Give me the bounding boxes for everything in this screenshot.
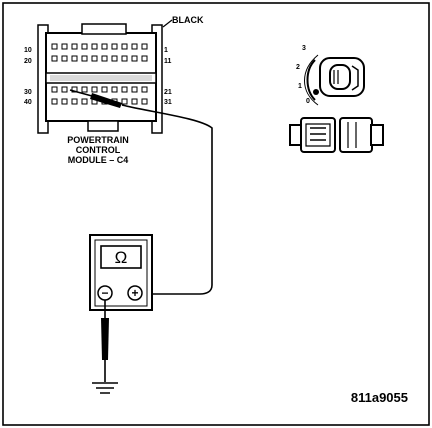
pin-label-40: 40 xyxy=(24,99,32,106)
neg-terminal-symbol: − xyxy=(101,286,108,300)
pcm-connector xyxy=(37,23,163,134)
pin-cavity xyxy=(81,55,88,62)
back-probe xyxy=(69,89,213,295)
pin-cavity xyxy=(121,86,128,93)
ign-pos-3: 3 xyxy=(302,45,306,52)
pin-cavities xyxy=(51,43,148,105)
pos-terminal-symbol: + xyxy=(131,286,138,300)
pin-cavity xyxy=(91,55,98,62)
ohm-symbol: Ω xyxy=(115,248,128,267)
pin-cavity xyxy=(61,86,68,93)
pin-cavity xyxy=(131,86,138,93)
module-label-line3: MODULE – C4 xyxy=(68,155,129,165)
ignition-switch-icon xyxy=(304,54,365,106)
pin-cavity xyxy=(51,43,58,50)
pin-cavity xyxy=(131,55,138,62)
pin-cavity xyxy=(91,43,98,50)
pin-cavity xyxy=(111,55,118,62)
pin-cavity xyxy=(51,55,58,62)
pin-label-31: 31 xyxy=(164,99,172,106)
ground-lead xyxy=(101,300,109,382)
pin-cavity xyxy=(141,43,148,50)
pin-cavity xyxy=(51,86,58,93)
pin-cavity xyxy=(131,98,138,105)
connector-mating-icon xyxy=(289,117,384,153)
pin-cavity xyxy=(141,98,148,105)
pin-label-21: 21 xyxy=(164,89,172,96)
pin-cavity xyxy=(81,86,88,93)
pin-cavity xyxy=(61,98,68,105)
ign-pos-1: 1 xyxy=(298,83,302,90)
pin-cavity xyxy=(71,43,78,50)
pin-cavity xyxy=(131,43,138,50)
module-label-line1: POWERTRAIN xyxy=(67,135,129,145)
pin-cavity xyxy=(91,86,98,93)
pin-label-20: 20 xyxy=(24,58,32,65)
pin-cavity xyxy=(121,98,128,105)
pin-cavity xyxy=(61,43,68,50)
pin-cavity xyxy=(141,55,148,62)
pin-cavity xyxy=(121,43,128,50)
pin-cavity xyxy=(101,43,108,50)
pin-cavity xyxy=(71,98,78,105)
pin-label-1: 1 xyxy=(164,47,168,54)
pin-cavity xyxy=(111,43,118,50)
pin-label-30: 30 xyxy=(24,89,32,96)
pin-label-10: 10 xyxy=(24,47,32,54)
ground-icon xyxy=(92,382,118,394)
pin-cavity xyxy=(141,86,148,93)
ign-pos-0: 0 xyxy=(306,98,310,105)
pin-cavity xyxy=(111,86,118,93)
pin-label-11: 11 xyxy=(164,58,172,65)
ohmmeter xyxy=(89,234,153,311)
color-leader-line xyxy=(162,19,173,28)
pin-cavity xyxy=(61,55,68,62)
pin-cavity xyxy=(71,55,78,62)
module-label-line2: CONTROL xyxy=(76,145,121,155)
figure-code: 811a9055 xyxy=(351,390,408,405)
connector-color-label: BLACK xyxy=(172,15,204,25)
ign-pos-2: 2 xyxy=(296,64,300,71)
pin-cavity xyxy=(51,98,58,105)
pin-cavity xyxy=(101,55,108,62)
pin-cavity xyxy=(101,86,108,93)
pin-cavity xyxy=(81,43,88,50)
pin-cavity xyxy=(81,98,88,105)
pin-cavity xyxy=(121,55,128,62)
